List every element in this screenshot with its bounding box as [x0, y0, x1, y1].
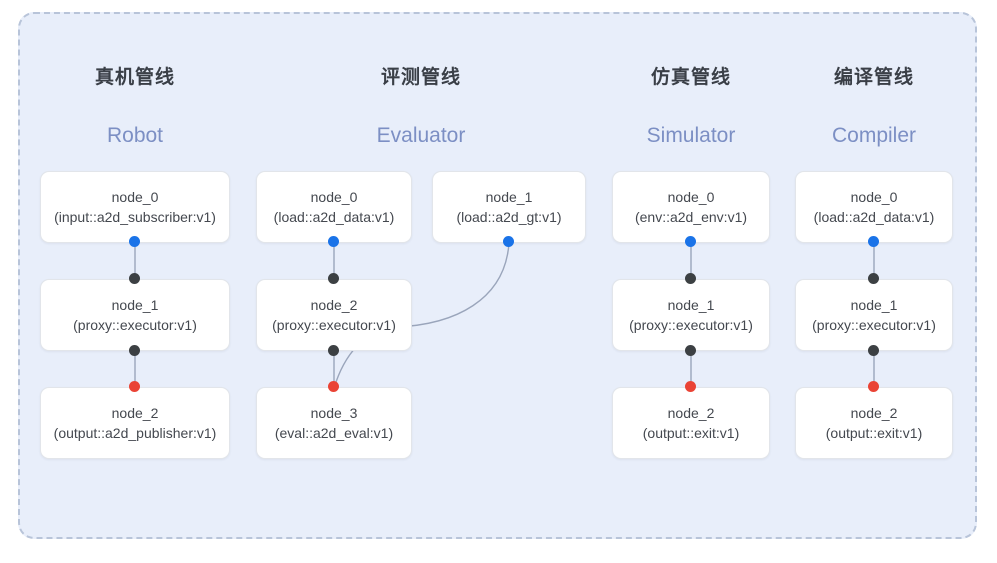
node-kind: (output::exit:v1) [642, 425, 740, 441]
node-simulator-0[interactable]: node_0 (env::a2d_env:v1) [612, 171, 770, 243]
port-output-dot[interactable] [129, 345, 140, 356]
node-robot-1[interactable]: node_1 (proxy::executor:v1) [40, 279, 230, 351]
node-evaluator-2[interactable]: node_2 (proxy::executor:v1) [256, 279, 412, 351]
node-id: node_3 [310, 404, 358, 421]
port-output-dot[interactable] [129, 236, 140, 247]
port-output-dot[interactable] [685, 345, 696, 356]
column-subtitle-robot: Robot [106, 124, 164, 147]
pipeline-panel [18, 12, 977, 539]
node-kind: (load::a2d_data:v1) [813, 209, 935, 225]
node-kind: (proxy::executor:v1) [73, 317, 197, 333]
node-evaluator-3[interactable]: node_3 (eval::a2d_eval:v1) [256, 387, 412, 459]
port-input-dot[interactable] [868, 381, 879, 392]
node-evaluator-1[interactable]: node_1 (load::a2d_gt:v1) [432, 171, 586, 243]
column-subtitle-simulator: Simulator [646, 124, 736, 147]
node-kind: (output::exit:v1) [825, 425, 923, 441]
node-compiler-2[interactable]: node_2 (output::exit:v1) [795, 387, 953, 459]
port-input-dot[interactable] [868, 273, 879, 284]
column-title-evaluator: 评测管线 [380, 67, 461, 88]
port-output-dot[interactable] [328, 236, 339, 247]
port-input-dot[interactable] [685, 273, 696, 284]
node-id: node_0 [667, 188, 715, 205]
port-output-dot[interactable] [685, 236, 696, 247]
node-kind: (load::a2d_gt:v1) [456, 209, 562, 225]
port-input-dot[interactable] [328, 381, 339, 392]
port-input-dot[interactable] [685, 381, 696, 392]
node-robot-2[interactable]: node_2 (output::a2d_publisher:v1) [40, 387, 230, 459]
node-kind: (eval::a2d_eval:v1) [274, 425, 394, 441]
port-output-dot[interactable] [868, 236, 879, 247]
node-id: node_1 [667, 296, 715, 313]
node-simulator-1[interactable]: node_1 (proxy::executor:v1) [612, 279, 770, 351]
column-title-compiler: 编译管线 [833, 67, 914, 88]
port-output-dot[interactable] [503, 236, 514, 247]
node-id: node_0 [310, 188, 358, 205]
node-id: node_1 [485, 188, 533, 205]
node-id: node_0 [850, 188, 898, 205]
node-kind: (input::a2d_subscriber:v1) [54, 209, 216, 225]
node-kind: (proxy::executor:v1) [272, 317, 396, 333]
port-input-dot[interactable] [129, 273, 140, 284]
node-kind: (proxy::executor:v1) [629, 317, 753, 333]
node-id: node_1 [850, 296, 898, 313]
node-robot-0[interactable]: node_0 (input::a2d_subscriber:v1) [40, 171, 230, 243]
node-id: node_2 [850, 404, 898, 421]
node-kind: (output::a2d_publisher:v1) [53, 425, 217, 441]
node-kind: (proxy::executor:v1) [812, 317, 936, 333]
node-id: node_1 [111, 296, 159, 313]
column-title-simulator: 仿真管线 [650, 67, 731, 88]
port-input-dot[interactable] [129, 381, 140, 392]
node-kind: (load::a2d_data:v1) [273, 209, 395, 225]
port-input-dot[interactable] [328, 273, 339, 284]
column-title-robot: 真机管线 [94, 67, 175, 88]
port-output-dot[interactable] [328, 345, 339, 356]
node-compiler-1[interactable]: node_1 (proxy::executor:v1) [795, 279, 953, 351]
node-id: node_2 [310, 296, 358, 313]
node-evaluator-0[interactable]: node_0 (load::a2d_data:v1) [256, 171, 412, 243]
node-simulator-2[interactable]: node_2 (output::exit:v1) [612, 387, 770, 459]
node-id: node_2 [667, 404, 715, 421]
column-subtitle-evaluator: Evaluator [376, 124, 466, 147]
node-id: node_2 [111, 404, 159, 421]
column-subtitle-compiler: Compiler [831, 124, 917, 147]
node-id: node_0 [111, 188, 159, 205]
port-output-dot[interactable] [868, 345, 879, 356]
node-compiler-0[interactable]: node_0 (load::a2d_data:v1) [795, 171, 953, 243]
node-kind: (env::a2d_env:v1) [634, 209, 748, 225]
